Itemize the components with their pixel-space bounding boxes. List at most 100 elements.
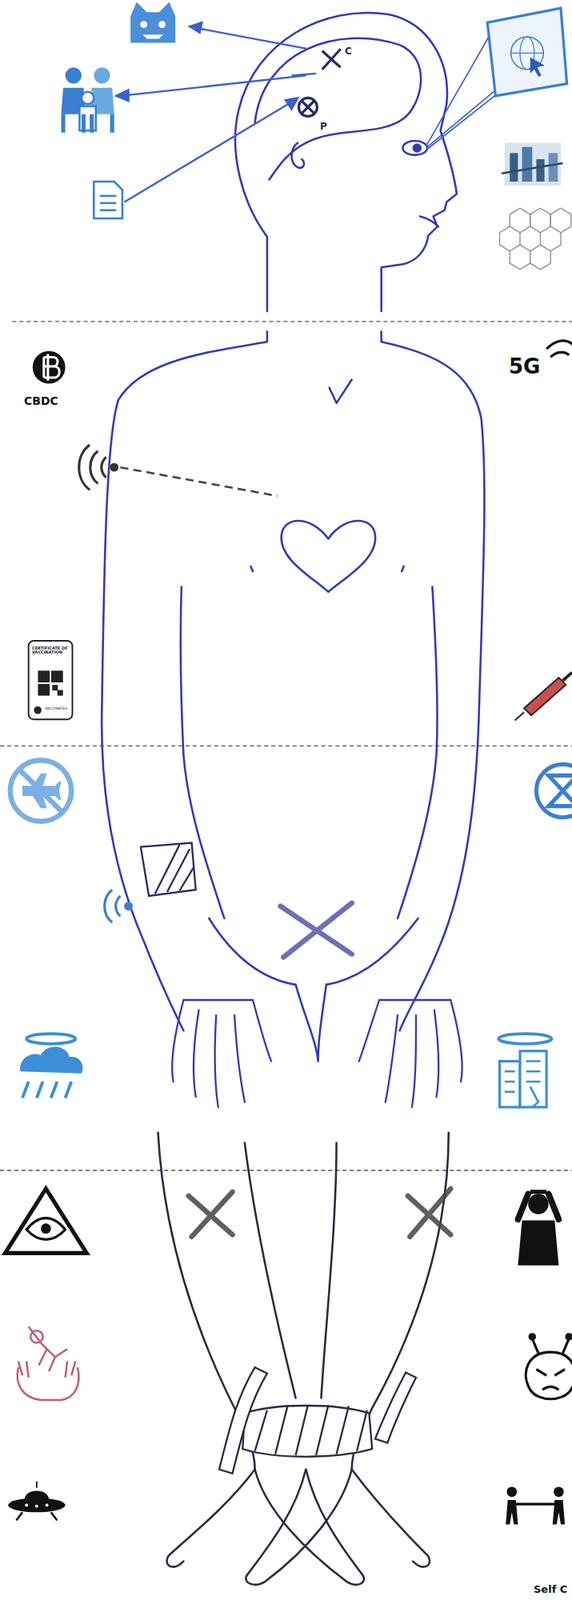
holy-building-icon-part (498, 1033, 552, 1044)
computer-screen-icon-part (487, 8, 567, 96)
ufo-icon (8, 1481, 65, 1520)
wireless-icon-part (111, 464, 118, 471)
thought-arrow-part (285, 97, 298, 109)
torso-outline-part (101, 332, 268, 1032)
eye-pyramid-icon (4, 1188, 87, 1253)
head-outline-part (420, 216, 439, 227)
wireless-icon-part (101, 456, 107, 478)
wireless-icon-part (104, 889, 113, 923)
ufo-icon-part (45, 1503, 49, 1507)
signal-dashed-line (120, 467, 277, 496)
molecule-structure-icon-part (520, 232, 540, 252)
bitcoin-icon-part (44, 354, 60, 381)
eye-pyramid-icon-part (40, 1223, 52, 1234)
document-icon-part (93, 181, 123, 219)
alien-face-icon-part (532, 1338, 569, 1353)
molecule-structure-icon-part (509, 208, 530, 233)
holy-building-icon (498, 1033, 552, 1108)
document-icon (93, 181, 123, 219)
eye (402, 140, 428, 156)
molecule-structure-icon-part (530, 208, 551, 233)
thought-arrow-part (193, 27, 308, 49)
wireless-signal-icon-part (550, 352, 569, 357)
wristband-part (140, 843, 196, 896)
family-icon (60, 67, 114, 133)
computer-screen-icon (487, 8, 567, 96)
thought-arrow-part (124, 102, 292, 203)
brain-mark (298, 48, 340, 116)
alien-face-icon-part (542, 1386, 559, 1390)
ankle-rope-part (275, 1406, 288, 1455)
network-label: 5G (508, 356, 557, 378)
holy-rain-cloud-icon-part (26, 1033, 76, 1044)
wristband-part (167, 848, 190, 892)
brain-mark-part (300, 100, 316, 115)
no-flight-icon-part (10, 760, 72, 822)
syringe-icon-part (563, 672, 572, 681)
ankle-rope-part (336, 1406, 349, 1455)
molecule-structure-icon (500, 208, 572, 270)
hostage-icon-part (517, 1193, 559, 1220)
groin-cross (280, 903, 352, 958)
document-icon-part (100, 202, 116, 205)
city-image-icon-part (548, 152, 558, 182)
holy-building-icon-part (504, 1061, 541, 1092)
footer-caption: Self C (533, 1584, 572, 1596)
cat-icon-part (130, 2, 176, 44)
falling-person-hands-icon-part (17, 1367, 80, 1400)
cat-icon-part (142, 34, 163, 39)
ankle-rope-part (375, 1372, 416, 1444)
head-outline-part (235, 12, 457, 312)
legs-outline-part (255, 1469, 364, 1585)
no-flight-icon (10, 760, 72, 822)
ufo-icon-part (8, 1497, 65, 1512)
ankle-rope (219, 1367, 416, 1474)
ankle-rope-part (296, 1404, 308, 1456)
holy-rain-cloud-icon (20, 1033, 83, 1098)
head-outline (235, 12, 457, 312)
wireless-icon-part (125, 903, 132, 910)
certificate-heading: CERTIFICATE OF VACCINATION (32, 646, 72, 656)
hostage-icon (517, 1189, 559, 1265)
eye-pyramid-icon-part (26, 1218, 65, 1240)
wireless-icon-part (90, 451, 99, 484)
city-image-icon-part (522, 147, 533, 182)
syringe-icon (515, 672, 572, 721)
city-image-icon-part (509, 152, 518, 182)
knee-cross-part (192, 1192, 233, 1237)
two-figures-icon-part (516, 1503, 555, 1506)
two-figures-icon-part (506, 1486, 517, 1497)
holy-rain-cloud-icon-part (20, 1047, 83, 1074)
legs-outline-part (167, 1469, 430, 1568)
knee-cross-part (409, 1188, 451, 1237)
legs-outline (158, 1132, 449, 1585)
wristband (140, 843, 196, 896)
left-hand-part (172, 1000, 272, 1108)
molecule-structure-icon-part (500, 226, 520, 252)
brain-region-letter: C (344, 46, 361, 57)
knee-cross (188, 1188, 452, 1237)
no-flight-icon-part (22, 773, 61, 808)
vaccination-certificate-icon-part (38, 671, 49, 682)
molecule-structure-icon-part (509, 251, 530, 270)
wireless-icon-part (116, 896, 121, 917)
vaccination-certificate-icon-part (52, 671, 63, 682)
thought-arrow-part (116, 89, 128, 101)
gaze-line-part (426, 28, 494, 147)
alien-face-icon (525, 1334, 572, 1400)
alien-face-icon-part (529, 1334, 535, 1340)
currency-label: CBDC (24, 395, 72, 408)
molecule-structure-icon-part (540, 232, 560, 252)
hostage-icon-part (517, 1220, 559, 1266)
syringe-icon-part (515, 712, 524, 720)
torso-outline-part (180, 586, 225, 919)
torso-outline-part (281, 520, 376, 592)
ufo-icon-part (36, 1481, 38, 1488)
molecule-structure-icon-part (550, 208, 571, 233)
gaze-line-part (426, 92, 500, 151)
wireless-icon (104, 889, 132, 923)
hostage-icon-part (528, 1193, 548, 1215)
torso-outline-part (329, 379, 352, 403)
